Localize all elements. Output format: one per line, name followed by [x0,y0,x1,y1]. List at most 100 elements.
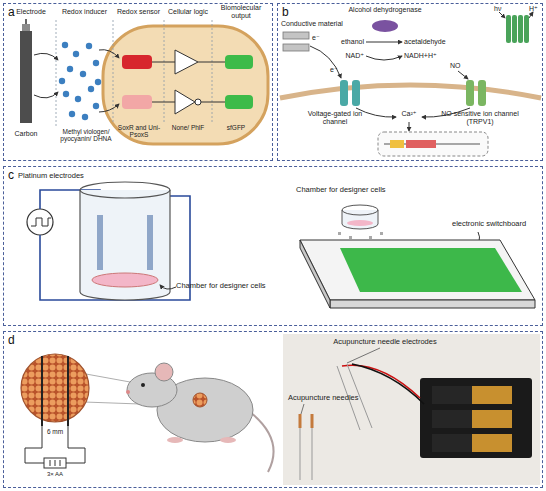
column-header: Cellular logic [164,8,212,16]
opsin-channel [506,15,511,43]
logic-wire [152,102,175,103]
needle [67,356,69,426]
signal-dot [338,232,383,239]
mouse [141,383,145,387]
acupuncture-needle [300,428,301,480]
signal-dot [338,232,341,235]
electron-arrow [99,50,119,58]
battery-holder [420,378,532,458]
carbon-electrode [22,24,30,31]
switchboard [300,240,535,300]
nucleus-box [378,132,488,156]
column-header: Biomolecular output [212,4,270,20]
column-divider [56,20,212,126]
redox-molecule [80,71,86,77]
redox-molecule [93,60,99,66]
signal-dot [380,232,383,235]
pulse-generator [27,209,53,235]
logic-gate [175,50,198,74]
redox-molecule [86,43,92,49]
part-label: Platinum electrodes [18,172,108,180]
pulse-generator [31,218,51,226]
battery-holder [432,386,472,404]
small-chamber [342,210,378,229]
molecule-label: NADH+H⁺ [404,52,444,60]
switchboard [330,300,535,308]
redox-molecule [62,42,68,48]
switchboard [300,240,535,308]
battery-symbol [55,460,56,466]
cell-chamber [80,190,170,300]
gfp-output [225,55,253,69]
material-label: Carbon [6,130,46,138]
molecule-label: ethanol [332,38,364,46]
battery-holder [420,378,532,458]
battery-symbol [60,460,61,466]
pulse-generator [27,209,53,235]
electron-arrow [34,50,119,112]
cell-chamber [147,215,153,270]
molecule-label: acetaldehyde [404,38,454,46]
trpv1-channel [478,80,486,106]
cell-chamber [92,273,158,287]
part-label: Acupuncture needles [288,394,368,402]
signal-dot [349,236,352,239]
small-chamber [342,205,378,215]
panel-frame: c [3,166,543,326]
trpv1-channel [466,80,486,106]
electrode-cable [352,364,424,404]
voltage-gated-channel [340,80,348,106]
light-label: hν [494,5,506,13]
redox-sensor [122,95,152,109]
redox-sensor [122,55,152,69]
photo-background [283,334,540,485]
redox-molecule [88,86,94,92]
needle [42,356,68,426]
redox-molecule [69,111,75,117]
column-header: Redox sensor [113,8,164,16]
reaction-arrow [409,122,410,131]
mouse [193,393,207,407]
redox-molecule [59,78,65,84]
cell-membrane [280,85,541,98]
battery-holder [432,386,512,404]
logic-wire [152,62,175,63]
opsin-channel [524,15,529,43]
gfp-output [225,55,253,109]
redox-sensor [122,55,152,109]
conductive-plate [283,44,309,51]
nucleus-box [378,132,488,156]
battery-symbol [50,460,51,466]
battery-holder [432,434,472,452]
conductive-plate [283,32,309,39]
reaction-arrow [310,46,341,78]
battery-holder [432,410,512,428]
redox-molecule [67,66,73,72]
conductive-plate [283,32,309,51]
column-divider [212,20,213,122]
molecule-label: NAD⁺ [340,52,364,60]
electron-arrow [34,92,58,98]
pointer-arrow [160,285,176,289]
cell-body [103,26,268,144]
battery-symbol [44,458,66,468]
ion-label: Ca²⁺ [397,110,421,118]
mouse [250,412,274,472]
tissue-zoom [21,354,89,422]
switchboard [300,240,330,308]
electron-arrow [99,104,119,112]
reaction-arrow [458,71,468,79]
molecule-label: NO [450,62,466,70]
column-header: Redox inducer [56,8,113,16]
cell-membrane [280,85,541,98]
opsin-channel [512,15,517,43]
material-label: SoxR and Uni-PsoxS [114,124,164,139]
dimension-label: 6 mm [41,428,69,435]
acupuncture-needle [299,414,302,428]
enzyme-blob [372,20,398,32]
carbon-electrode [20,31,32,123]
cell-chamber [97,215,103,270]
voltage-gated-channel [340,80,360,106]
tissue-zoom [21,354,89,422]
